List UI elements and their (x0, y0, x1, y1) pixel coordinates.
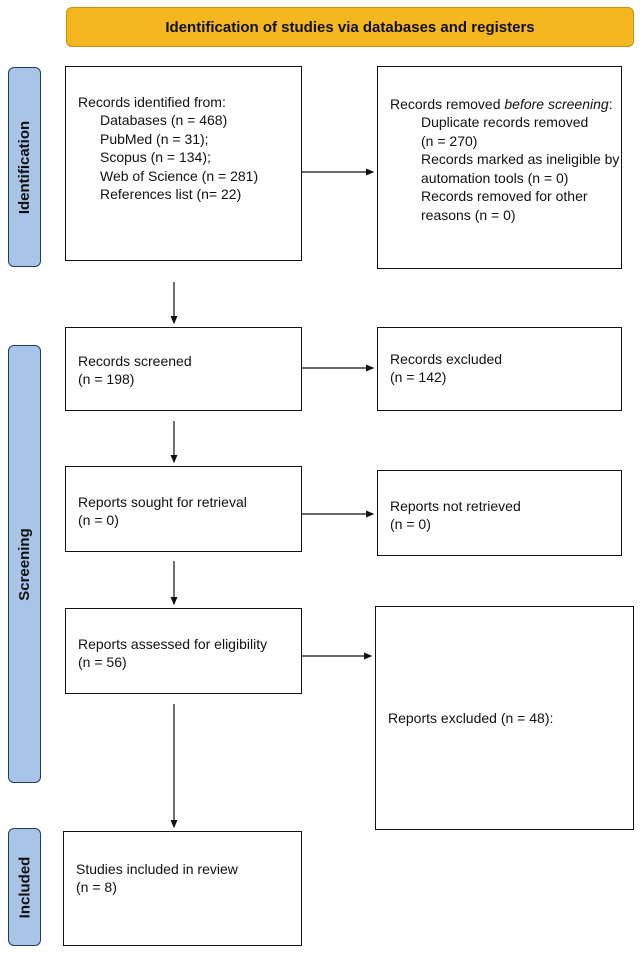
records-identified-title: Records identified from: (78, 94, 226, 110)
reports-assessed-box: Reports assessed for eligibility (n = 56… (65, 608, 302, 694)
list-item: reasons (n = 0) (421, 206, 516, 223)
reports-not-retrieved-box: Reports not retrieved (n = 0) (377, 470, 622, 556)
list-item: automation tools (n = 0) (421, 169, 569, 186)
reports-sought-box: Reports sought for retrieval (n = 0) (65, 466, 302, 552)
diagram-header: Identification of studies via databases … (66, 7, 634, 47)
phase-screening: Screening (8, 345, 41, 783)
header-title: Identification of studies via databases … (165, 18, 535, 36)
list-item: PubMed (n = 31); (100, 130, 209, 147)
list-item: Records removed for other (421, 188, 588, 205)
records-removed-box: Records removed before screening: Duplic… (377, 66, 622, 269)
records-removed-title: Records removed before screening: (390, 96, 613, 112)
phase-included: Included (8, 828, 41, 946)
records-screened-box: Records screened (n = 198) (65, 327, 302, 411)
records-identified-box: Records identified from: Databases (n = … (65, 66, 302, 261)
list-item: Web of Science (n = 281) (100, 167, 259, 184)
studies-included-box: Studies included in review (n = 8) (63, 831, 302, 946)
list-item: Scopus (n = 134); (100, 149, 211, 166)
list-item: Duplicate records removed (421, 114, 589, 131)
reports-excluded-box: Reports excluded (n = 48): (375, 606, 634, 830)
list-item: (n = 270) (421, 132, 478, 149)
phase-identification: Identification (8, 67, 41, 267)
list-item: Databases (n = 468) (100, 112, 228, 129)
list-item: References list (n= 22) (100, 186, 242, 203)
records-excluded-box: Records excluded (n = 142) (377, 327, 622, 411)
list-item: Records marked as ineligible by (421, 151, 620, 168)
